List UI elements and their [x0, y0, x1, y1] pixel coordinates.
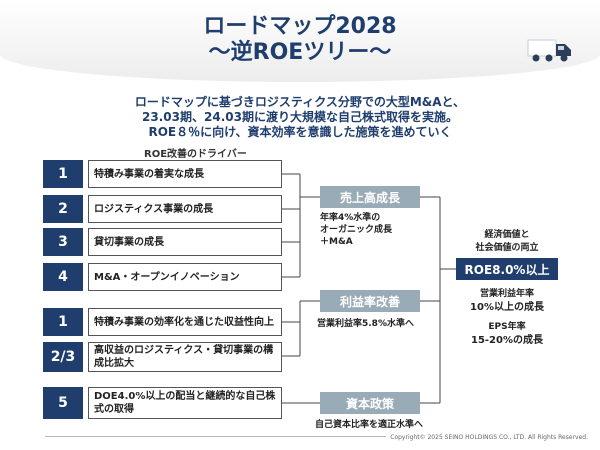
driver-item: 特積み事業の効率化を通じた収益性向上 — [88, 308, 282, 336]
truck-icon — [527, 39, 571, 62]
category-note: 年率4%水準の — [320, 213, 381, 223]
result-top-text: 社会価値の両立 — [475, 243, 539, 253]
lead-line-2: 23.03期、24.03期に渡り大規模な自己株式取得を実施。 — [142, 110, 458, 124]
lead-line-3: ROE８％に向け、資本効率を意識した施策を進めていく — [148, 125, 452, 139]
page-title: ロードマップ2028 — [203, 14, 397, 39]
driver-number: 1 — [43, 160, 83, 188]
page-subtitle: 〜逆ROEツリー〜 — [208, 40, 392, 65]
copyright-text: Copyright© 2025 SEINO HOLDINGS CO., LTD.… — [386, 434, 588, 441]
driver-number: 3 — [43, 228, 83, 256]
footer-divider — [45, 436, 555, 437]
result-top-text: 経済価値と — [484, 230, 530, 240]
driver-number: 5 — [43, 387, 83, 419]
driver-item: DOE4.0%以上の配当と継続的な自己株式の取得 — [88, 387, 282, 419]
category-capital-policy: 資本政策 — [320, 392, 420, 414]
header-band — [0, 0, 600, 82]
category-note: 営業利益率5.8%水準へ — [317, 319, 414, 329]
eps-growth-text: 15-20%の成長 — [470, 335, 543, 346]
drivers-heading: ROE改善のドライバー — [144, 149, 247, 160]
category-sales-growth: 売上高成長 — [320, 186, 420, 208]
driver-item: 貸切事業の成長 — [88, 228, 282, 256]
driver-item: ロジスティクス事業の成長 — [88, 195, 282, 223]
roe-target-box: ROE8.0%以上 — [456, 258, 558, 280]
category-note: 自己資本比率を適正水準へ — [315, 420, 424, 430]
category-margin-improvement: 利益率改善 — [320, 290, 420, 312]
driver-item: M&A・オープンイノベーション — [88, 263, 282, 291]
eps-growth-text: EPS年率 — [488, 322, 526, 332]
driver-item: 高収益のロジスティクス・貸切事業の構成比拡大 — [88, 342, 282, 372]
op-growth-text: 10%以上の成長 — [470, 302, 544, 313]
op-growth-text: 営業利益年率 — [479, 289, 534, 299]
category-note: ＋M&A — [320, 237, 353, 247]
driver-number: 2/3 — [43, 342, 83, 372]
lead-line-1: ロードマップに基づきロジスティクス分野での大型M&Aと、 — [134, 95, 466, 109]
driver-number: 1 — [43, 308, 83, 336]
driver-item: 特積み事業の着実な成長 — [88, 160, 282, 188]
driver-number: 2 — [43, 195, 83, 223]
category-note: オーガニック成長 — [320, 225, 393, 235]
driver-number: 4 — [43, 263, 83, 291]
